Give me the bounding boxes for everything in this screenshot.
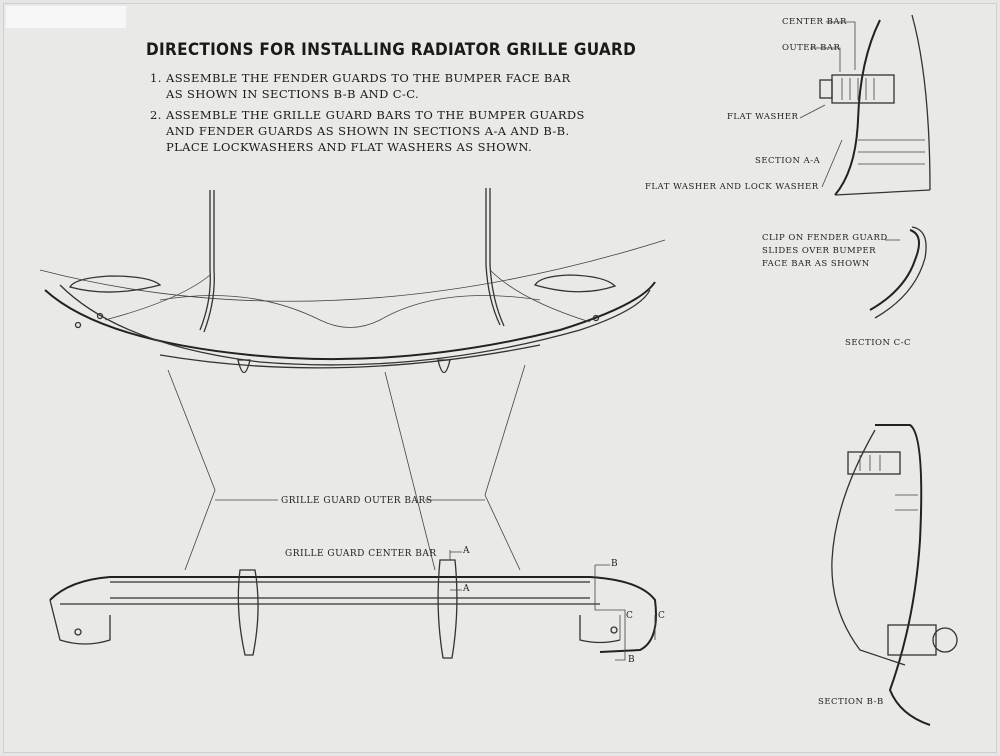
label-clip-2: SLIDES OVER BUMPER [762, 246, 877, 256]
marker-c-right-label: C [658, 611, 666, 621]
section-cc-drawing [869, 226, 927, 319]
label-section-aa: SECTION A-A [755, 156, 821, 166]
step-2: 2. ASSEMBLE THE GRILLE GUARD BARS TO THE … [150, 107, 585, 155]
aa-hatch [858, 139, 925, 165]
step-1: 1. ASSEMBLE THE FENDER GUARDS TO THE BUMP… [150, 70, 571, 102]
label-flat-lock-washer: FLAT WASHER AND LOCK WASHER [645, 182, 819, 192]
right-end-cap [579, 615, 621, 644]
marker-b-bottom-label: B [628, 655, 636, 665]
cc-clip-outer [869, 229, 920, 311]
bb-hatch [895, 494, 918, 511]
step-2-number: 2. [150, 108, 162, 122]
right-brace [489, 269, 591, 323]
label-section-cc: SECTION C-C [845, 338, 912, 348]
step-2-line-3: PLACE LOCKWASHERS AND FLAT WASHERS AS SH… [166, 140, 533, 154]
left-lamp [69, 275, 162, 293]
right-upright-bar-edge [489, 188, 505, 327]
bb-bolt-cap [932, 627, 958, 653]
top-assembly-view [39, 188, 666, 374]
step-1-number: 1. [150, 71, 162, 85]
step-2-line-2: AND FENDER GUARDS AS SHOWN IN SECTIONS A… [166, 124, 570, 138]
hood-outline [39, 239, 666, 302]
blank-tab [6, 6, 126, 28]
step-1-line-1: ASSEMBLE THE FENDER GUARDS TO THE BUMPER… [166, 71, 571, 85]
bumper-front-outline [49, 576, 657, 653]
label-center-bar-front: GRILLE GUARD CENTER BAR [285, 549, 437, 559]
left-upright-bar-edge [203, 190, 215, 333]
label-flat-washer: FLAT WASHER [727, 112, 799, 122]
label-center-bar: CENTER BAR [782, 17, 847, 27]
cc-clip-inner [874, 226, 927, 319]
label-section-bb: SECTION B-B [818, 697, 884, 707]
aa-leader-center [826, 21, 856, 70]
front-left-guard [237, 569, 259, 656]
bb-inner-body [831, 429, 906, 666]
leader-lines [167, 364, 526, 571]
bumper-face-bar [44, 281, 656, 361]
page-title: DIRECTIONS FOR INSTALLING RADIATOR GRILL… [146, 40, 637, 60]
label-outer-bars: GRILLE GUARD OUTER BARS [281, 496, 433, 506]
right-bumper-guard [437, 359, 451, 374]
front-view [49, 550, 657, 661]
left-clip [96, 312, 104, 320]
left-end-cap [49, 599, 111, 645]
left-bolt [74, 321, 82, 329]
aa-bottom [834, 189, 931, 196]
section-aa-drawing [799, 14, 931, 196]
right-clip [592, 314, 600, 322]
bb-outer-body [875, 424, 931, 726]
left-upright-bar [199, 190, 211, 331]
label-clip-1: CLIP ON FENDER GUARD [762, 233, 888, 243]
marker-a-bottom-label: A [463, 584, 470, 594]
aa-guard-edge [911, 14, 931, 191]
marker-a-top [449, 550, 462, 560]
bb-bottom-bolt [887, 624, 937, 656]
grille-dip [159, 295, 541, 328]
right-upright-bar [485, 188, 501, 326]
leader-left [167, 369, 216, 571]
front-right-guard [437, 559, 458, 659]
bb-top-bolt [847, 451, 901, 475]
bb-top-threads [859, 455, 881, 471]
aa-leader-lock [821, 139, 843, 188]
step-2-line-1: ASSEMBLE THE GRILLE GUARD BARS TO THE BU… [166, 108, 585, 122]
leader-center [384, 371, 436, 571]
section-bb-drawing [831, 424, 958, 726]
drawing-sheet [3, 3, 997, 753]
aa-bolt-body [831, 74, 895, 104]
marker-a-top-label: A [463, 546, 470, 556]
center-bar-top [159, 344, 541, 369]
marker-c-left-label: C [626, 611, 634, 621]
front-right-bolt [610, 626, 618, 634]
aa-leader-washer [799, 104, 826, 119]
label-clip-3: FACE BAR AS SHOWN [762, 259, 870, 269]
aa-bolt-head [819, 79, 833, 99]
step-1-line-2: AS SHOWN IN SECTIONS B-B AND C-C. [166, 87, 420, 101]
leader-right [484, 364, 526, 571]
aa-bolt-threads [841, 78, 875, 100]
aa-leader-outer [810, 47, 841, 72]
marker-c [619, 615, 656, 640]
aa-outer-body [834, 19, 881, 196]
right-lamp [534, 274, 617, 293]
front-left-bolt [74, 628, 82, 636]
left-brace [104, 274, 211, 321]
marker-b-top-label: B [611, 559, 619, 569]
bumper-inner-edge [59, 284, 651, 366]
label-outer-bar: OUTER BAR [782, 43, 841, 53]
left-bumper-guard [237, 359, 251, 374]
marker-b [594, 564, 626, 661]
